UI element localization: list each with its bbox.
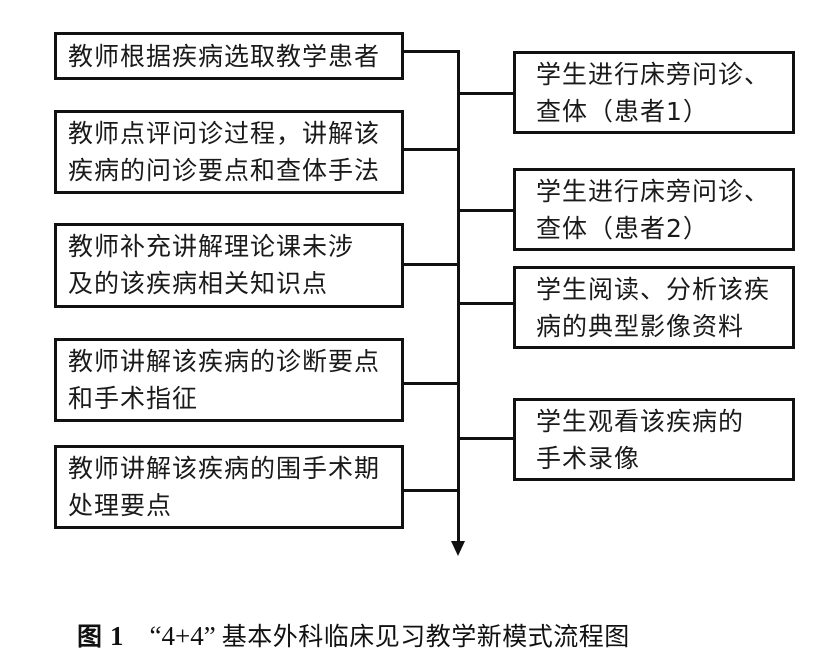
teacher-step-4-line-1: 教师讲解该疾病的诊断要点 (68, 347, 381, 376)
student-step-2-line-2: 查体（患者2） (536, 214, 709, 243)
teacher-step-2-connector (403, 148, 460, 151)
figure-quoted-term: “4+4” (149, 621, 216, 651)
teacher-step-4-line-2: 和手术指征 (68, 384, 199, 413)
teacher-step-1-connector (403, 50, 460, 53)
figure-title: 基本外科临床见习教学新模式流程图 (221, 622, 630, 651)
teacher-step-5-line-2: 处理要点 (68, 491, 173, 520)
teacher-step-4-connector (403, 382, 460, 385)
student-step-2-connector (457, 209, 514, 212)
teacher-step-1-line-1: 教师根据疾病选取教学患者 (68, 42, 381, 71)
arrow-down-icon (451, 541, 465, 556)
teacher-step-2-line-1: 教师点评问诊过程，讲解该 (68, 119, 381, 148)
student-step-1-line-2: 查体（患者1） (536, 97, 709, 126)
teacher-step-1-box: 教师根据疾病选取教学患者 (54, 32, 404, 80)
teacher-step-3-connector (403, 263, 460, 266)
teacher-step-5-line-1: 教师讲解该疾病的围手术期 (68, 454, 381, 483)
student-step-3-line-1: 学生阅读、分析该疾 (536, 275, 771, 304)
teacher-step-5-box: 教师讲解该疾病的围手术期 处理要点 (54, 445, 404, 529)
student-step-3-line-2: 病的典型影像资料 (536, 312, 745, 341)
teacher-step-3-line-2: 及的该疾病相关知识点 (68, 269, 329, 298)
teacher-step-2-line-2: 疾病的问诊要点和查体手法 (68, 156, 381, 185)
teacher-step-3-box: 教师补充讲解理论课未涉 及的该疾病相关知识点 (54, 223, 404, 308)
student-step-4-line-2: 手术录像 (536, 444, 641, 473)
student-step-3-box: 学生阅读、分析该疾 病的典型影像资料 (513, 266, 795, 349)
student-step-1-connector (457, 92, 514, 95)
student-step-2-box: 学生进行床旁问诊、 查体（患者2） (513, 168, 795, 251)
student-step-4-connector (457, 437, 514, 440)
timeline-vertical-line (457, 50, 460, 544)
teacher-step-2-box: 教师点评问诊过程，讲解该 疾病的问诊要点和查体手法 (54, 110, 404, 194)
student-step-4-line-1: 学生观看该疾病的 (536, 407, 745, 436)
student-step-2-line-1: 学生进行床旁问诊、 (536, 177, 771, 206)
student-step-4-box: 学生观看该疾病的 手术录像 (513, 398, 795, 481)
teacher-step-4-box: 教师讲解该疾病的诊断要点 和手术指征 (54, 338, 404, 422)
student-step-1-line-1: 学生进行床旁问诊、 (536, 60, 771, 89)
figure-number: 1 (110, 621, 124, 651)
student-step-3-connector (457, 302, 514, 305)
figure-label: 图 (77, 622, 103, 651)
teacher-step-5-connector (403, 489, 460, 492)
student-step-1-box: 学生进行床旁问诊、 查体（患者1） (513, 51, 795, 134)
teacher-step-3-line-1: 教师补充讲解理论课未涉 (68, 232, 355, 261)
